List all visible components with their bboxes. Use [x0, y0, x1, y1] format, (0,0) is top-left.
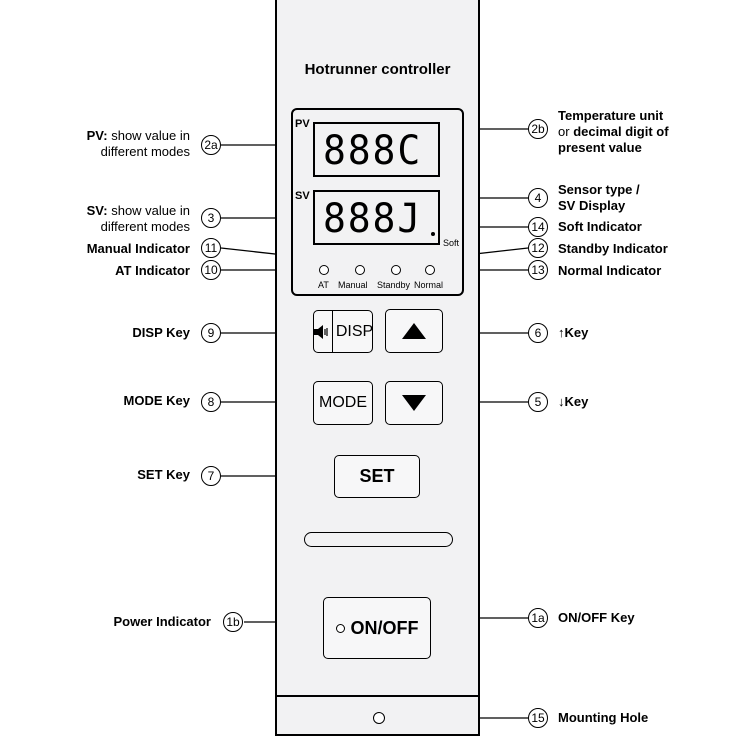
disp-key-label: DISP — [335, 322, 374, 340]
sv-display: 888J — [313, 190, 440, 245]
panel-divider — [277, 695, 478, 697]
manual-indicator-label: Manual — [338, 280, 368, 290]
up-key-callout-label: ↑Key — [558, 325, 589, 340]
up-arrow-icon — [402, 323, 426, 339]
callout-7: 7 — [201, 466, 221, 486]
sv-callout-label: SV: show value in different modes — [86, 203, 190, 234]
speaker-icon — [313, 324, 329, 340]
soft-label: Soft — [443, 238, 460, 248]
callout-8: 8 — [201, 392, 221, 412]
down-arrow-icon — [402, 395, 426, 411]
sv-display-value: 888J — [323, 196, 423, 242]
sv-label: SV — [295, 190, 310, 202]
power-led-icon — [335, 623, 345, 633]
set-callout-label: SET Key — [137, 467, 190, 482]
callout-4: 4 — [528, 188, 548, 208]
callout-12: 12 — [528, 238, 548, 258]
sensor-callout-label: Sensor type / SV Display — [558, 182, 640, 213]
callout-2b: 2b — [528, 119, 548, 139]
callout-3: 3 — [201, 208, 221, 228]
soft-callout-label: Soft Indicator — [558, 219, 642, 234]
standby-callout-label: Standby Indicator — [558, 241, 668, 256]
callout-5: 5 — [528, 392, 548, 412]
at-indicator-label: AT — [318, 280, 329, 290]
at-led-icon — [319, 265, 329, 275]
mode-callout-label: MODE Key — [123, 393, 190, 408]
slot — [304, 532, 453, 547]
pv-display: 888C — [313, 122, 440, 177]
disp-callout-label: DISP Key — [132, 325, 190, 340]
onoff-callout-label: ON/OFF Key — [558, 610, 635, 625]
disp-key[interactable]: DISP — [313, 310, 373, 353]
mount-callout-label: Mounting Hole — [558, 710, 649, 725]
down-key-callout-label: ↓Key — [558, 394, 589, 409]
controller-panel: Hotrunner controller PV 888C SV 888J Sof… — [275, 0, 480, 736]
at-callout-label: AT Indicator — [115, 263, 190, 278]
callout-9: 9 — [201, 323, 221, 343]
callout-13: 13 — [528, 260, 548, 280]
power-callout-label: Power Indicator — [113, 614, 211, 629]
panel-title: Hotrunner controller — [304, 61, 451, 78]
disp-key-divider — [331, 310, 333, 353]
mode-key[interactable]: MODE — [313, 381, 373, 425]
pv-display-value: 888C — [323, 128, 423, 174]
callout-6: 6 — [528, 323, 548, 343]
callout-11: 11 — [201, 238, 221, 258]
temp-unit-callout-label: Temperature unit or decimal digit of pre… — [558, 108, 669, 155]
manual-callout-label: Manual Indicator — [86, 241, 190, 256]
up-key[interactable] — [385, 309, 443, 353]
onoff-key-label: ON/OFF — [350, 617, 419, 638]
callout-14: 14 — [528, 217, 548, 237]
mounting-hole-icon — [373, 712, 385, 724]
callout-10: 10 — [201, 260, 221, 280]
callout-1a: 1a — [528, 608, 548, 628]
manual-led-icon — [355, 265, 365, 275]
soft-dot-icon — [431, 232, 435, 236]
normal-callout-label: Normal Indicator — [558, 263, 662, 278]
standby-indicator-label: Standby — [377, 280, 411, 290]
down-key[interactable] — [385, 381, 443, 425]
callout-2a: 2a — [201, 135, 221, 155]
set-key[interactable]: SET — [334, 455, 420, 498]
normal-indicator-label: Normal — [414, 280, 444, 290]
normal-led-icon — [425, 265, 435, 275]
callout-15: 15 — [528, 708, 548, 728]
onoff-key[interactable]: ON/OFF — [323, 597, 431, 659]
pv-label: PV — [295, 118, 310, 130]
mode-key-label: MODE — [319, 394, 367, 411]
standby-led-icon — [391, 265, 401, 275]
display-frame: PV 888C SV 888J Soft AT Manual Standby N… — [291, 108, 464, 296]
pv-callout-label: PV: show value in different modes — [86, 128, 190, 159]
set-key-label: SET — [359, 466, 395, 486]
callout-1b: 1b — [223, 612, 243, 632]
